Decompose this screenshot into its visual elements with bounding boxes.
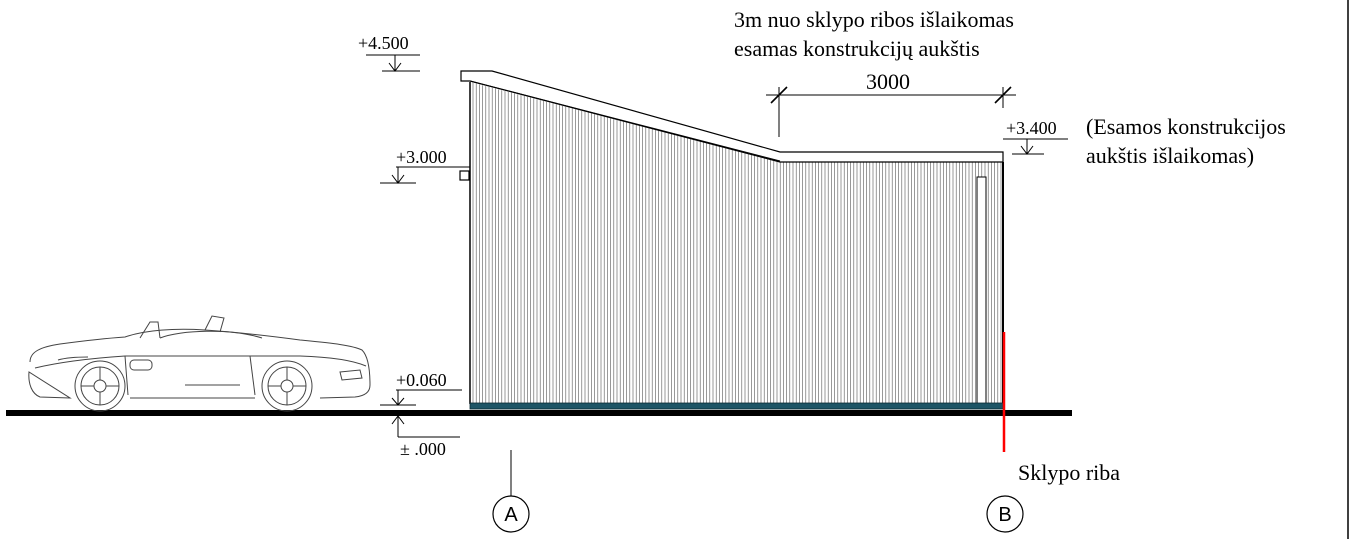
axis-marker-a: A (492, 450, 530, 533)
note-right-line1: (Esamos konstrukcijos (1086, 114, 1286, 139)
level-marker-ground: ± .000 (391, 415, 460, 459)
level-marker-floor: +0.060 (380, 370, 462, 406)
dimension-3000: 3000 (766, 69, 1016, 137)
level-label-floor: +0.060 (396, 370, 447, 390)
level-label-top: +4.500 (358, 33, 409, 53)
axis-label-b: B (998, 504, 1011, 526)
boundary-label: Sklypo riba (1018, 460, 1120, 485)
note-top-line1: 3m nuo sklypo ribos išlaikomas (734, 7, 1014, 32)
wall-fixture (459, 170, 470, 181)
level-label-mid: +3.000 (396, 147, 447, 167)
axis-label-a: A (504, 504, 518, 526)
level-marker-mid: +3.000 (380, 147, 470, 184)
building-wall (469, 82, 1004, 404)
level-label-ground: ± .000 (400, 439, 446, 459)
ground-line (6, 410, 1072, 416)
note-right-line2: aukštis išlaikomas) (1086, 143, 1254, 168)
note-top-line2: esamas konstrukcijų aukštis (734, 36, 980, 61)
level-label-existing: +3.400 (1006, 118, 1057, 138)
level-marker-top: +4.500 (358, 33, 420, 72)
axis-marker-b: B (986, 495, 1024, 533)
downpipe (976, 176, 987, 406)
base-strip (469, 402, 1004, 410)
roof-fascia (460, 70, 1004, 163)
roof-fascia-line (469, 80, 781, 162)
dimension-label: 3000 (866, 69, 910, 94)
level-marker-existing: +3.400 (1003, 118, 1068, 155)
car-illustration (28, 315, 371, 412)
